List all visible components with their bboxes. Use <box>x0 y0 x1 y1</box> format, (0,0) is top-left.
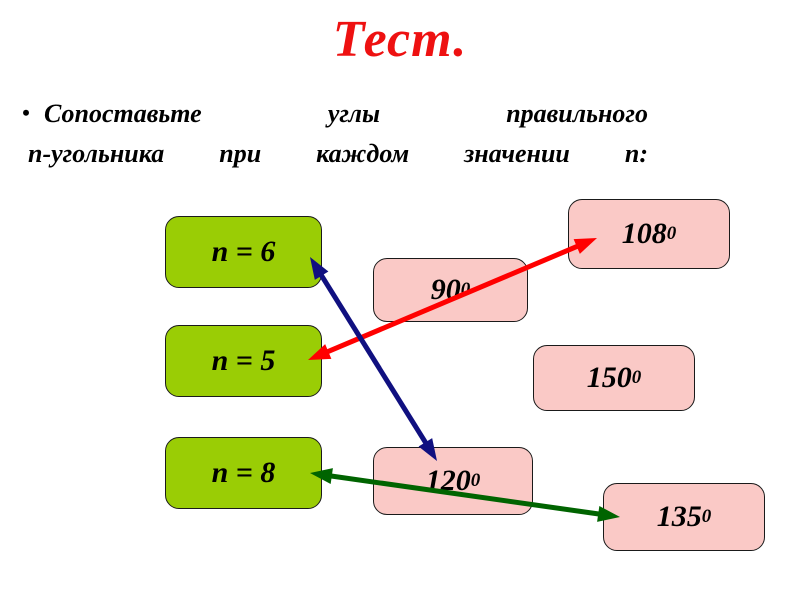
box-angle-108-value: 108 <box>621 217 667 250</box>
instruction-line-1: Сопоставьте углы правильного <box>44 99 648 128</box>
box-n-6-label: n = 6 <box>211 235 276 268</box>
box-angle-135-degree: 0 <box>701 506 712 527</box>
box-n-5-label: n = 5 <box>211 344 276 377</box>
box-angle-120-degree: 0 <box>470 470 481 491</box>
box-angle-150-degree: 0 <box>631 367 642 388</box>
box-angle-135-value: 135 <box>656 500 702 533</box>
page-title: Тест. <box>332 11 468 68</box>
box-angle-150-value: 150 <box>586 361 632 394</box>
box-angle-90-value: 90 <box>430 273 461 306</box>
box-n-6[interactable]: n = 6 <box>165 216 322 288</box>
box-angle-90-degree: 0 <box>460 279 471 300</box>
box-n-8-label: n = 8 <box>211 456 276 489</box>
box-angle-120-value: 120 <box>425 464 471 497</box>
instruction-text: • Сопоставьте углы правильного n-угольник… <box>22 94 648 173</box>
box-n-8[interactable]: n = 8 <box>165 437 322 509</box>
box-angle-108-degree: 0 <box>666 223 677 244</box>
box-n-5[interactable]: n = 5 <box>165 325 322 397</box>
instruction-line-2: n-угольника при каждом значении n: <box>28 138 648 168</box>
bullet-icon: • <box>22 100 30 125</box>
